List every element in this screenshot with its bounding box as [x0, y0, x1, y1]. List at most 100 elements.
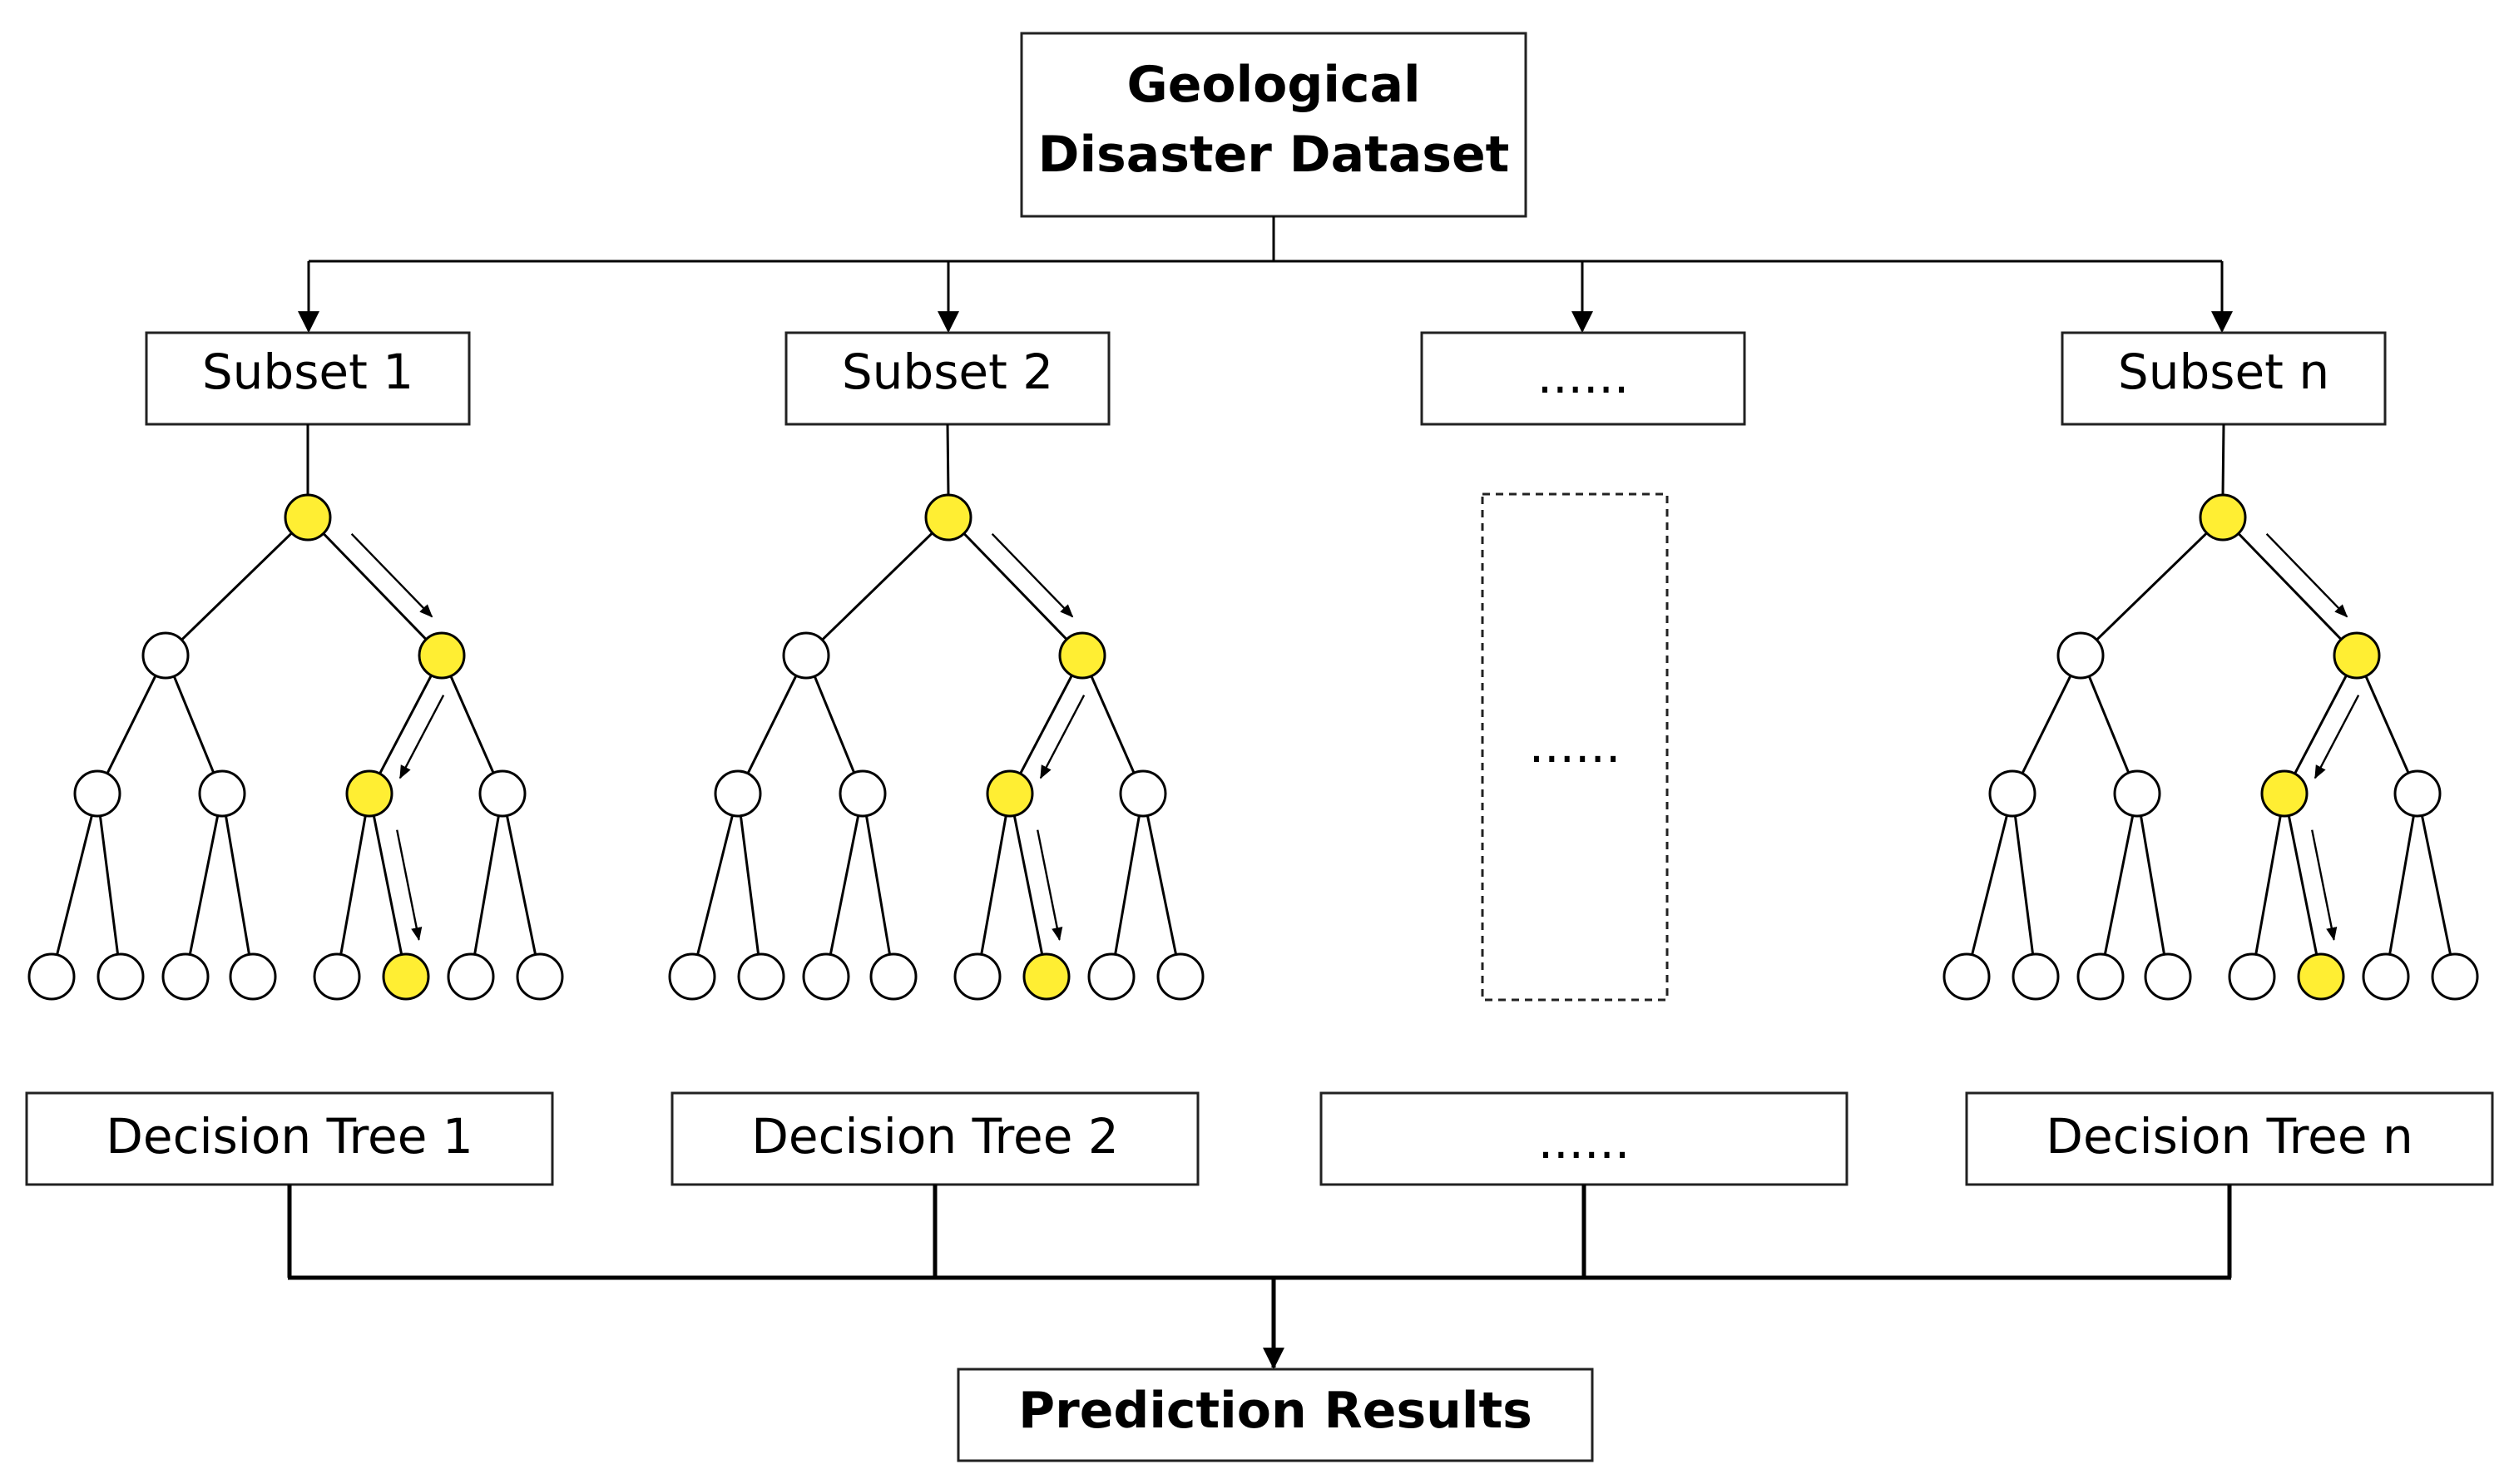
- tree-node: [313, 952, 361, 1001]
- tree-edge: [172, 675, 215, 774]
- tree-node: [869, 952, 918, 1001]
- subset-label-ellipsis: ......: [1537, 348, 1630, 404]
- tree-label-box-ellipsis: ......: [1319, 1091, 1848, 1186]
- tree-edge: [746, 675, 798, 774]
- tree-node: [198, 769, 246, 818]
- tree-node: [953, 952, 1002, 1001]
- decision-path-node: [2260, 769, 2309, 818]
- decision-tree-graphic-2: [668, 423, 1205, 1001]
- subset-box-n: Subset n: [2061, 331, 2387, 426]
- tree-edge: [98, 815, 120, 955]
- tree-node: [2076, 952, 2125, 1001]
- tree-edge: [56, 814, 93, 956]
- dataset-box: Geological Disaster Dataset: [1020, 32, 1527, 218]
- tree-edge: [739, 815, 760, 955]
- subset-box-ellipsis: ......: [1420, 331, 1746, 426]
- decision-path-node: [986, 769, 1034, 818]
- tree-node: [161, 952, 210, 1001]
- tree-node: [1942, 952, 1991, 1001]
- tree-edge: [1971, 814, 2008, 956]
- decision-path-node: [2333, 631, 2381, 680]
- tree-node: [2362, 952, 2410, 1001]
- tree-node: [802, 952, 850, 1001]
- decision-path-arrow: [350, 532, 433, 618]
- dataset-title-line1: Geological: [1126, 56, 1420, 114]
- tree-edge: [2287, 815, 2319, 955]
- tree-edge: [2388, 815, 2415, 955]
- tree-edge: [2096, 532, 2208, 641]
- subset-box-1: Subset 1: [145, 331, 471, 426]
- tree-edge: [473, 815, 500, 955]
- tree-edge: [2087, 675, 2130, 774]
- prediction-results-label: Prediction Results: [1018, 1382, 1532, 1440]
- dataset-split-connectors: [298, 216, 2233, 334]
- tree-label-n: Decision Tree n: [2046, 1108, 2413, 1165]
- tree-node: [229, 952, 277, 1001]
- decision-path-arrow: [396, 829, 423, 942]
- tree-edge: [188, 815, 220, 955]
- tree-node: [97, 952, 145, 1001]
- tree-label-2: Decision Tree 2: [751, 1108, 1119, 1165]
- tree-edge: [2254, 815, 2282, 955]
- tree-label-box-1: Decision Tree 1: [25, 1091, 554, 1186]
- tree-node: [782, 631, 830, 680]
- tree-node: [2431, 952, 2479, 1001]
- subset-label-1: Subset 1: [202, 344, 413, 400]
- tree-node: [668, 952, 716, 1001]
- tree-node: [478, 769, 527, 818]
- tree-edge: [2420, 815, 2452, 955]
- tree-edge: [106, 675, 157, 774]
- tree-edge: [2364, 675, 2410, 774]
- tree-node: [2144, 952, 2192, 1001]
- tree-node: [1119, 769, 1167, 818]
- tree-edge: [980, 815, 1007, 955]
- decision-path-arrow: [1037, 829, 1063, 942]
- decision-path-arrow: [1039, 695, 1086, 779]
- tree-label-box-2: Decision Tree 2: [671, 1091, 1200, 1186]
- tree-node: [1988, 769, 2036, 818]
- placeholder-ellipsis: ......: [1529, 717, 1621, 774]
- aggregation-connectors: [287, 1185, 2232, 1370]
- tree-edge: [2139, 815, 2166, 955]
- tree-node: [27, 952, 76, 1001]
- tree-node: [737, 952, 785, 1001]
- subset-box-2: Subset 2: [784, 331, 1111, 426]
- tree-label-ellipsis: ......: [1538, 1113, 1631, 1170]
- tree-edge: [1146, 815, 1178, 955]
- dataset-title-line2: Disaster Dataset: [1038, 126, 1510, 184]
- tree-edge: [2103, 815, 2135, 955]
- tree-node: [2113, 769, 2161, 818]
- tree-edge: [864, 815, 892, 955]
- decision-path-arrow: [2265, 532, 2348, 618]
- omitted-tree-placeholder: ......: [1481, 492, 1669, 1002]
- decision-path-arrow: [398, 695, 445, 779]
- tree-node: [839, 769, 887, 818]
- tree-edge: [1012, 815, 1044, 955]
- tree-label-1: Decision Tree 1: [106, 1108, 473, 1165]
- subset-to-root-connector: [2221, 423, 2225, 496]
- tree-edge: [1090, 675, 1136, 774]
- tree-edge: [322, 532, 428, 641]
- decision-path-node: [2297, 952, 2345, 1001]
- tree-edge: [1114, 815, 1141, 955]
- tree-node: [447, 952, 495, 1001]
- subset-label-n: Subset n: [2118, 344, 2329, 400]
- decision-tree-graphic-1: [27, 424, 564, 1001]
- decision-path-node: [345, 769, 393, 818]
- decision-path-arrow: [2314, 695, 2360, 779]
- tree-node: [516, 952, 564, 1001]
- tree-edge: [2021, 675, 2072, 774]
- decision-path-node: [382, 952, 430, 1001]
- tree-edge: [505, 815, 537, 955]
- decision-path-arrow: [991, 532, 1074, 618]
- decision-path-node: [284, 493, 332, 542]
- decision-path-arrow: [2311, 829, 2338, 942]
- tree-node: [2393, 769, 2442, 818]
- decision-path-node: [418, 631, 466, 680]
- tree-label-box-n: Decision Tree n: [1965, 1091, 2494, 1186]
- tree-edge: [821, 532, 933, 641]
- tree-edge: [2294, 675, 2348, 774]
- decision-tree-graphic-n: [1942, 423, 2479, 1001]
- tree-edge: [813, 675, 856, 774]
